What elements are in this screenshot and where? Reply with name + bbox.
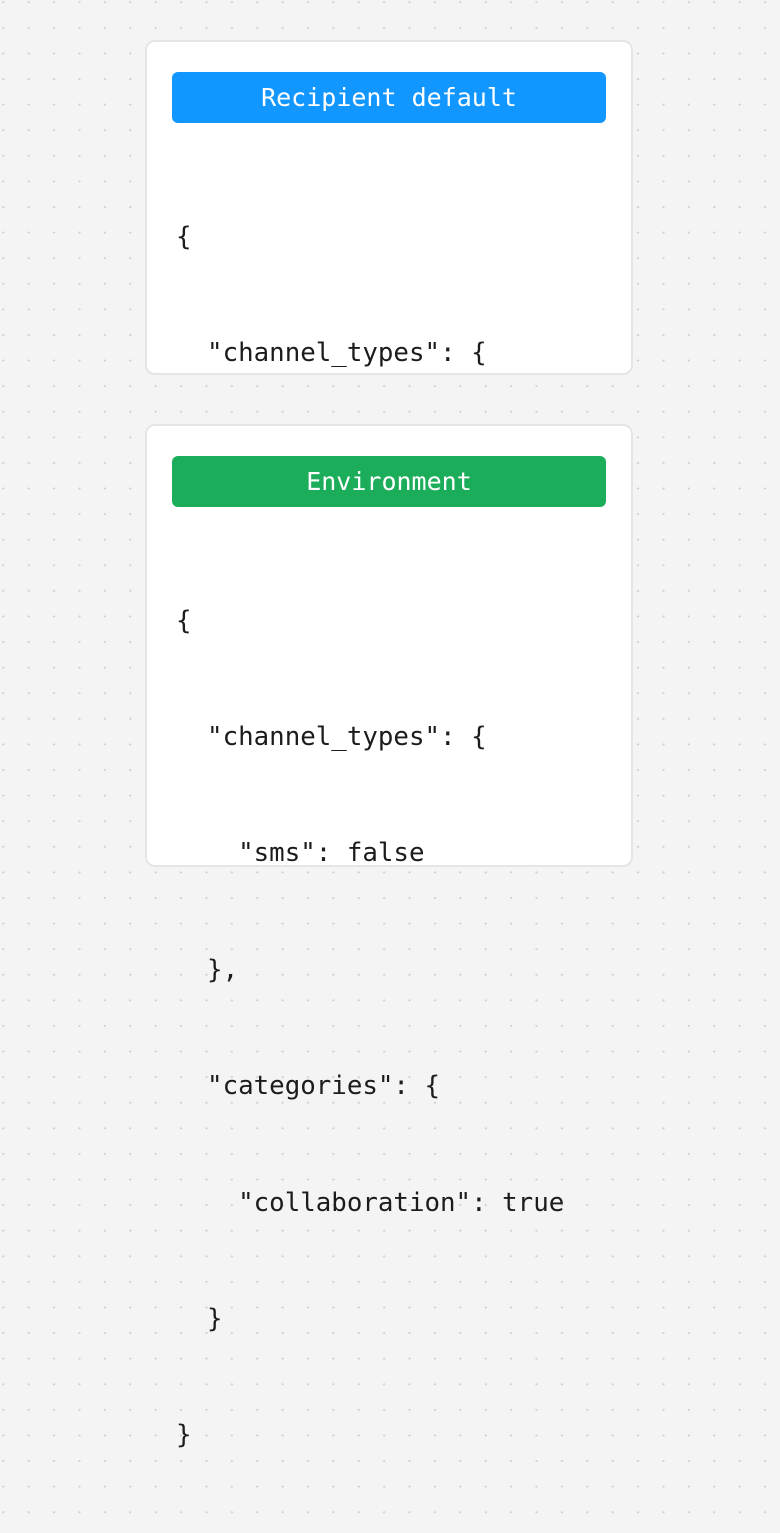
json-line: } — [176, 1420, 192, 1451]
card-header-label: Recipient default — [261, 83, 517, 112]
json-line: } — [176, 1303, 223, 1334]
json-body-environment: { "channel_types": { "sms": false }, "ca… — [176, 524, 617, 1533]
card-header-recipient-default: Recipient default — [172, 72, 606, 123]
json-line: }, — [176, 954, 239, 985]
json-line: "categories": { — [176, 1071, 441, 1102]
json-line: { — [176, 605, 192, 636]
card-environment[interactable]: Environment { "channel_types": { "sms": … — [145, 424, 633, 1450]
json-line: "channel_types": { — [176, 721, 487, 752]
card-recipient-default[interactable]: Recipient default { "channel_types": { "… — [145, 40, 633, 717]
card-header-label: Environment — [306, 467, 472, 496]
json-line: { — [176, 221, 192, 252]
json-line: "channel_types": { — [176, 337, 487, 368]
json-line: "collaboration": true — [176, 1187, 565, 1218]
canvas-board: Recipient default { "channel_types": { "… — [145, 40, 633, 1450]
card-header-environment: Environment — [172, 456, 606, 507]
json-line: "sms": false — [176, 838, 425, 869]
